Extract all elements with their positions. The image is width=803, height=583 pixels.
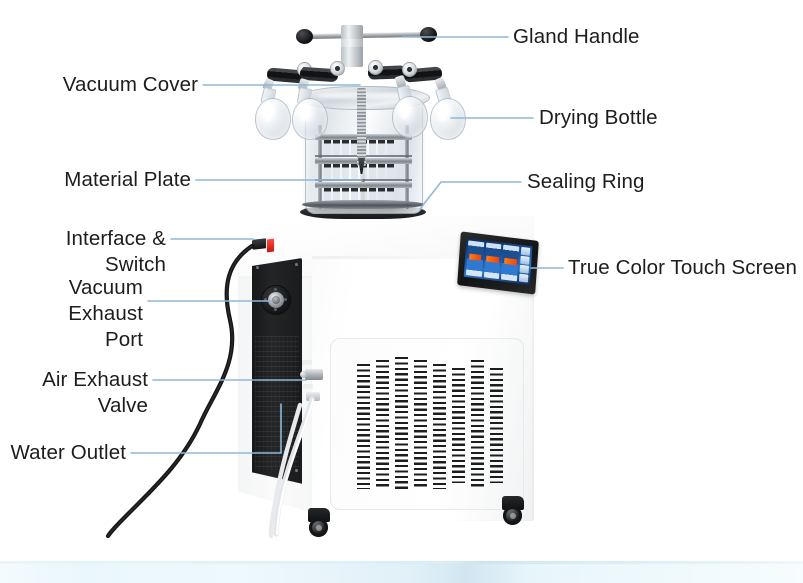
vial-row-3 bbox=[324, 187, 394, 203]
caster-left bbox=[306, 508, 332, 538]
label-air-exhaust-valve: Air Exhaust Valve bbox=[42, 368, 148, 417]
water-outlet-tag bbox=[303, 384, 313, 389]
touch-screen-display[interactable] bbox=[463, 238, 533, 285]
label-true-color-touch-screen: True Color Touch Screen bbox=[568, 256, 798, 279]
air-exhaust-valve[interactable] bbox=[300, 369, 323, 380]
drying-bottle-2 bbox=[292, 98, 328, 140]
true-color-touch-screen[interactable] bbox=[457, 231, 539, 295]
label-material-plate: Material Plate bbox=[64, 168, 191, 191]
label-vacuum-cover: Vacuum Cover bbox=[62, 73, 198, 96]
screen-panel-3[interactable] bbox=[501, 244, 520, 282]
material-plate-3 bbox=[315, 182, 412, 188]
ventilation-grille bbox=[357, 357, 503, 489]
power-switch[interactable] bbox=[266, 237, 275, 254]
press-screw-nose bbox=[358, 158, 365, 174]
label-interface-switch: Interface & Switch bbox=[65, 227, 166, 276]
bottom-color-band bbox=[0, 561, 803, 583]
label-gland-handle: Gland Handle bbox=[513, 25, 640, 48]
label-drying-bottle: Drying Bottle bbox=[539, 106, 658, 129]
gland-handle-knob-left[interactable] bbox=[296, 29, 313, 44]
caster-right bbox=[500, 496, 526, 526]
label-water-outlet: Water Outlet bbox=[10, 441, 126, 464]
vial-row-2 bbox=[324, 163, 394, 179]
vacuum-exhaust-port bbox=[262, 286, 290, 314]
interface-connector[interactable] bbox=[252, 238, 267, 250]
water-outlet[interactable] bbox=[306, 392, 320, 401]
label-vacuum-exhaust-port: Vacuum Exhaust Port bbox=[68, 276, 143, 351]
drying-bottle-1 bbox=[255, 98, 291, 140]
drying-bottle-3 bbox=[392, 96, 428, 138]
screen-button-column[interactable] bbox=[518, 246, 531, 283]
screen-panel-1[interactable] bbox=[465, 240, 485, 277]
screen-panel-2[interactable] bbox=[483, 242, 502, 280]
gland-handle-rod[interactable] bbox=[299, 31, 429, 40]
front-door-panel bbox=[330, 338, 524, 510]
air-exhaust-valve-tag bbox=[302, 360, 312, 365]
sealing-ring bbox=[302, 200, 424, 209]
press-screw bbox=[357, 88, 366, 166]
gland-handle-knob-right[interactable] bbox=[420, 27, 437, 42]
gland-handle-hub bbox=[341, 25, 363, 67]
drying-bottle-4 bbox=[430, 98, 466, 140]
label-sealing-ring: Sealing Ring bbox=[527, 170, 645, 193]
